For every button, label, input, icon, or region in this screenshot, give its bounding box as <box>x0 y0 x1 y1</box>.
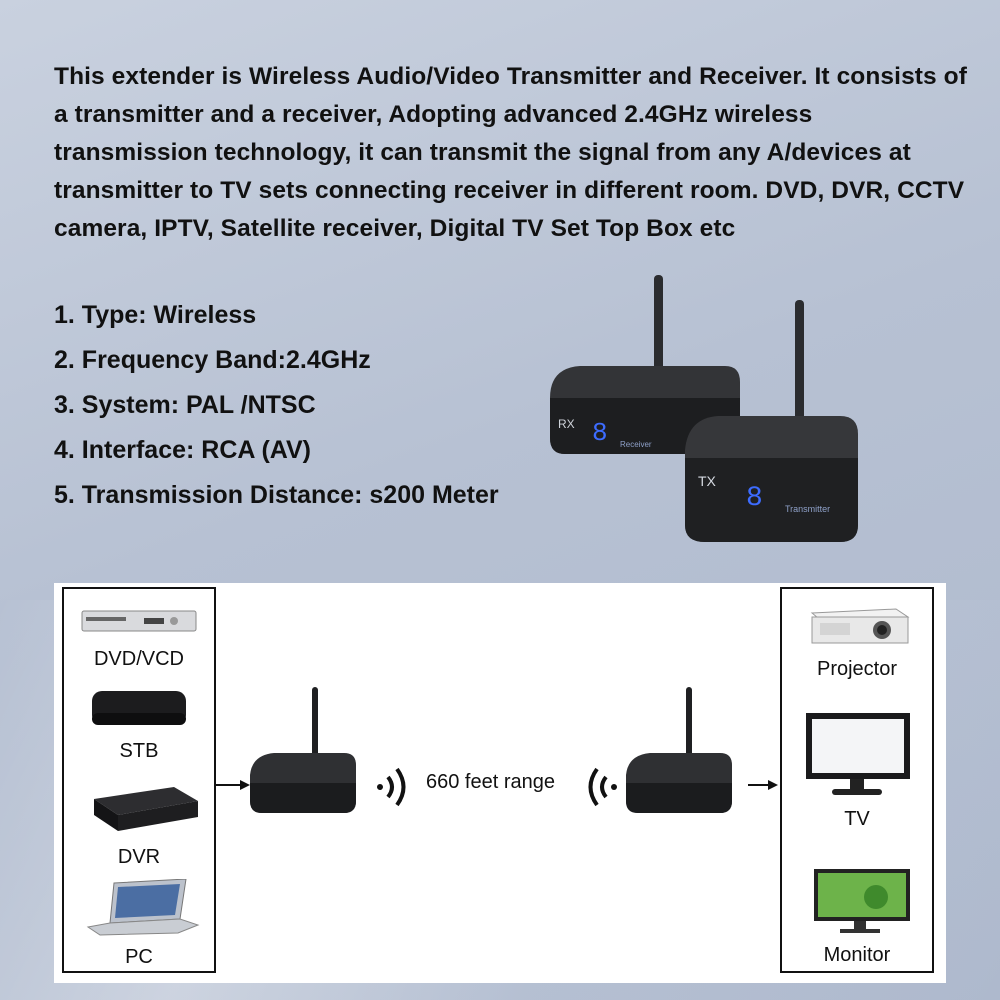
monitor-icon <box>814 869 910 933</box>
monitor-label: Monitor <box>823 944 891 966</box>
projector-label: Projector <box>816 658 898 680</box>
range-label: 660 feet range <box>426 771 555 793</box>
spec-system: 3. System: PAL /NTSC <box>54 391 316 419</box>
source-dvr: DVR <box>64 779 214 869</box>
arrow-right-icon <box>748 780 778 790</box>
stb-label: STB <box>119 740 159 762</box>
rx-display: 8 <box>592 418 608 448</box>
source-pc: PC <box>64 878 214 969</box>
diagram-transmitter-icon <box>250 687 356 813</box>
source-devices-box: DVD/VCD STB DVR PC <box>62 587 216 973</box>
spec-distance: 5. Transmission Distance: s200 Meter <box>54 481 499 509</box>
signal-in-icon <box>588 767 617 807</box>
tx-label: TX <box>698 473 717 489</box>
diagram-receiver-icon <box>626 687 732 813</box>
pc-label: PC <box>125 946 153 968</box>
spec-list: 1. Type: Wireless 2. Frequency Band:2.4G… <box>54 293 499 518</box>
tv-label: TV <box>844 808 870 830</box>
spec-frequency: 2. Frequency Band:2.4GHz <box>54 346 371 374</box>
rx-brand-text: Receiver <box>620 440 652 449</box>
tv-icon <box>806 713 910 795</box>
laptop-icon <box>86 878 200 936</box>
source-stb: STB <box>64 685 214 763</box>
product-image: RX 8 Receiver TX 8 Transmitter <box>550 275 858 542</box>
connection-diagram: DVD/VCD STB DVR PC <box>54 583 946 983</box>
dvd-label: DVD/VCD <box>93 648 184 670</box>
projector-icon <box>810 608 910 644</box>
intro-paragraph: This extender is Wireless Audio/Video Tr… <box>54 63 968 242</box>
spec-interface: 4. Interface: RCA (AV) <box>54 436 311 464</box>
output-projector: Projector <box>782 603 932 681</box>
transmitter-unit: TX 8 Transmitter <box>685 300 858 542</box>
dvr-icon <box>94 787 198 831</box>
source-dvd: DVD/VCD <box>64 603 214 671</box>
output-devices-box: Projector TV Monitor <box>780 587 934 973</box>
spec-type: 1. Type: Wireless <box>54 301 257 329</box>
signal-out-icon <box>377 767 406 807</box>
output-tv: TV <box>782 711 932 831</box>
output-monitor: Monitor <box>782 867 932 967</box>
dvd-player-icon <box>81 610 197 632</box>
dvr-label: DVR <box>117 846 161 868</box>
tx-display: 8 <box>746 483 763 514</box>
tx-brand-text: Transmitter <box>785 504 830 514</box>
arrow-right-icon <box>214 780 250 790</box>
rx-label: RX <box>558 417 575 431</box>
rx-antenna <box>654 275 663 395</box>
set-top-box-icon <box>92 691 186 725</box>
tx-antenna <box>795 300 804 430</box>
